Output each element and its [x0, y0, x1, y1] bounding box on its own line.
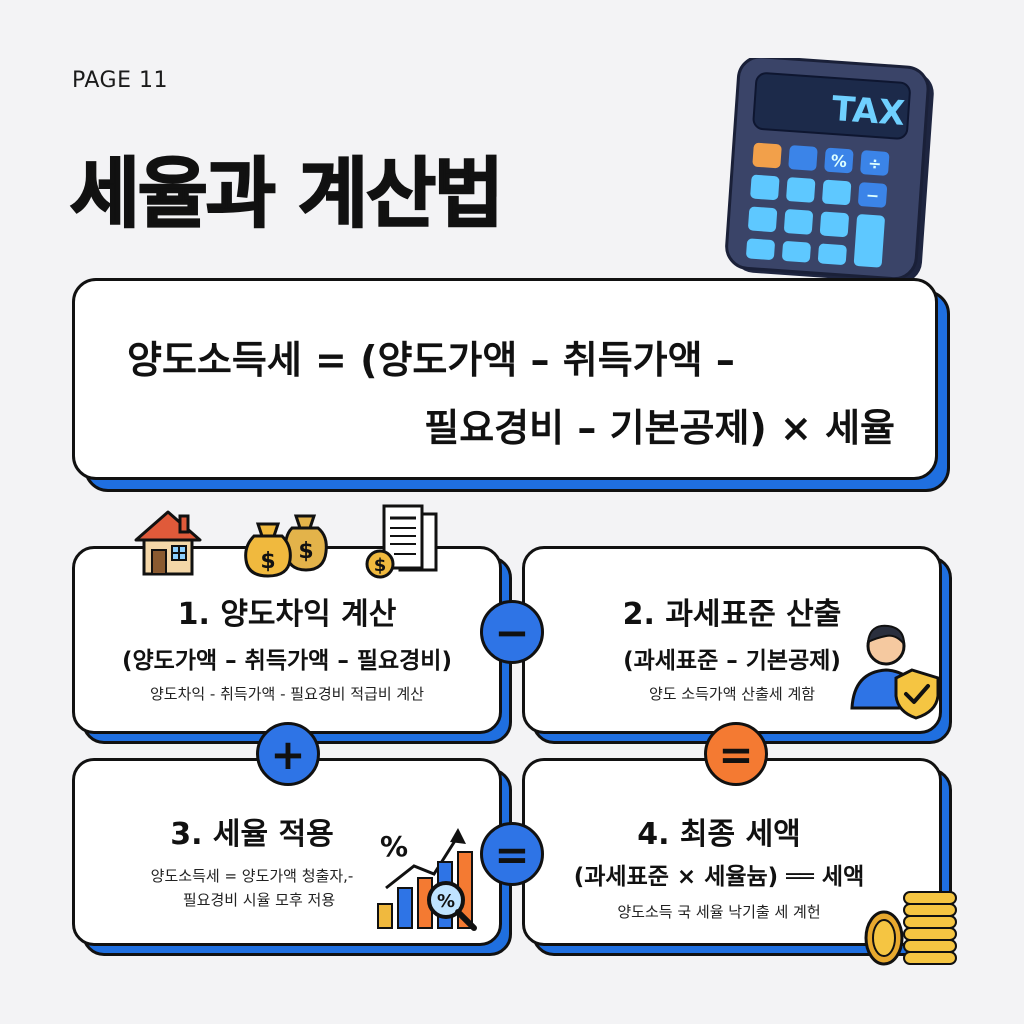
coin-stack-icon: [864, 891, 957, 966]
money-bag-icon: $ $: [244, 514, 328, 578]
step-4-title: 4. 최종 세액: [637, 817, 801, 852]
step-4-formula: (과세표준 × 세율늄) ══ 세액: [573, 864, 865, 890]
magnifier-percent-symbol: %: [437, 891, 455, 912]
step-4-description: 양도소득 국 세율 낙기출 세 계헌: [617, 903, 821, 921]
equals-operator-blue: =: [480, 822, 544, 886]
house-icon: [134, 510, 202, 576]
step-2-title: 2. 과세표준 산출: [622, 597, 842, 632]
step-1-formula: (양도가액 – 취득가액 – 필요경비): [122, 648, 452, 674]
calculator-percent-key: %: [830, 151, 847, 171]
formula-line-2: 필요경비 – 기본공제) × 세율: [424, 406, 895, 450]
step-card-4: 4. 최종 세액 (과세표준 × 세율늄) ══ 세액 양도소득 국 세율 낙기…: [522, 758, 942, 946]
equals-operator-orange: =: [704, 722, 768, 786]
chart-percent-symbol: %: [380, 830, 408, 863]
minus-operator: −: [480, 600, 544, 664]
receipt-coin-dollar: $: [374, 555, 387, 576]
formula-box: 양도소득세 = (양도가액 – 취득가액 – 필요경비 – 기본공제) × 세율: [72, 278, 938, 480]
page-label: PAGE 11: [72, 68, 168, 93]
calculator-icon: TAX % ÷ −: [725, 58, 934, 284]
step-2-description: 양도 소득가액 산출세 계함: [648, 685, 816, 703]
page-title: 세율과 계산법: [69, 148, 505, 239]
calculator-minus-key: −: [865, 186, 880, 206]
step-3-description-line-2: 필요경비 시율 모후 저용: [182, 891, 336, 909]
calculator-divide-key: ÷: [867, 154, 882, 174]
formula-line-1: 양도소득세 = (양도가액 – 취득가액 –: [127, 338, 735, 382]
step-1-title: 1. 양도차익 계산: [177, 597, 397, 632]
step-2-formula: (과세표준 – 기본공제): [623, 648, 841, 674]
step-1-description: 양도차익 - 취득가액 - 필요경비 적급비 계산: [149, 685, 425, 703]
step-3-description-line-1: 양도소득세 = 양도가액 청출자,-: [150, 867, 354, 885]
person-shield-icon: [850, 624, 940, 720]
percent-chart-icon: % %: [377, 828, 477, 931]
step-3-title: 3. 세율 적용: [170, 817, 334, 852]
money-bag-front-dollar: $: [260, 549, 275, 574]
plus-operator: +: [256, 722, 320, 786]
receipt-icon: $: [365, 504, 438, 579]
money-bag-back-dollar: $: [298, 539, 313, 564]
calculator-screen-text: TAX: [831, 89, 907, 134]
